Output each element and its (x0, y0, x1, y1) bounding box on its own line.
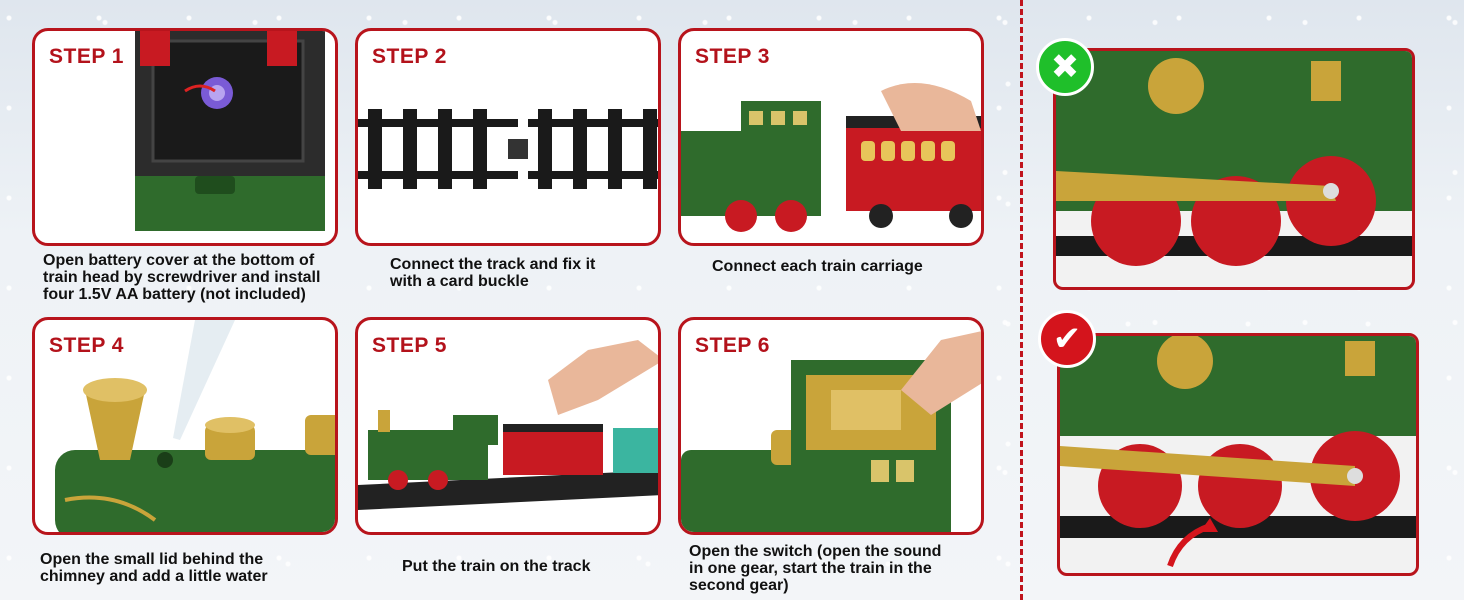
step-6-caption: Open the switch (open the sound in one g… (689, 543, 942, 594)
step-2-label: STEP 2 (372, 45, 447, 68)
step-5-card: STEP 5 (355, 317, 661, 535)
track-image (358, 109, 658, 189)
step-5-caption: Put the train on the track (402, 558, 591, 575)
step-5-label: STEP 5 (372, 334, 447, 357)
step-6-card: STEP 6 (678, 317, 984, 535)
step-1-label: STEP 1 (49, 45, 124, 68)
step-6-label: STEP 6 (695, 334, 770, 357)
train-on-track-image (358, 340, 658, 510)
adding-water-image (55, 320, 335, 532)
check-mark-icon: ✔ (1038, 310, 1096, 368)
connecting-carriages-image (681, 83, 981, 232)
power-switch-image (681, 331, 981, 532)
step-2-card: STEP 2 (355, 28, 661, 246)
step-4-card: STEP 4 (32, 317, 338, 535)
wrong-wheel-example-image (1053, 48, 1415, 290)
step-4-caption: Open the small lid behind the chimney an… (40, 551, 268, 585)
step-3-label: STEP 3 (695, 45, 770, 68)
battery-compartment-image (135, 31, 325, 231)
step-4-label: STEP 4 (49, 334, 124, 357)
section-divider (1020, 0, 1023, 600)
x-mark-icon: ✖ (1036, 38, 1094, 96)
correct-wheel-example-image (1057, 333, 1419, 576)
step-3-card: STEP 3 (678, 28, 984, 246)
step-2-caption: Connect the track and fix it with a card… (390, 256, 596, 290)
step-1-card: STEP 1 (32, 28, 338, 246)
step-1-caption: Open battery cover at the bottom of trai… (43, 252, 321, 303)
step-3-caption: Connect each train carriage (712, 258, 923, 275)
